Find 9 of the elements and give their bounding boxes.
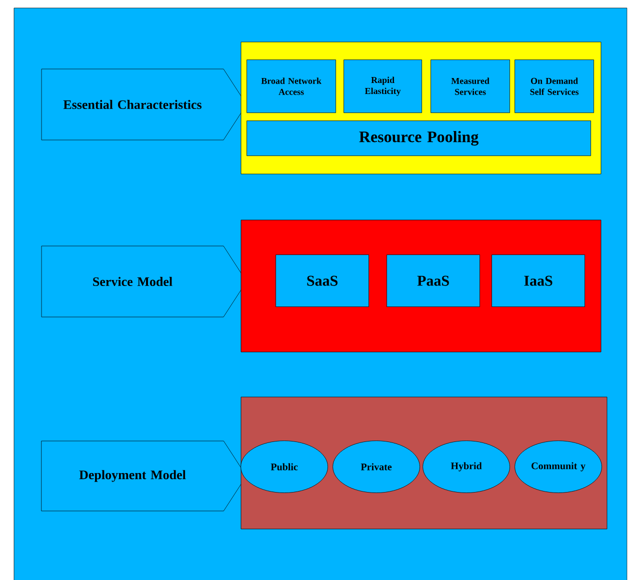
characteristic-box: Broad Network Access xyxy=(246,60,336,113)
service-box: PaaS xyxy=(386,254,480,307)
service-box: IaaS xyxy=(492,254,585,307)
service-box: SaaS xyxy=(276,254,369,307)
characteristic-box: Rapid Elasticity xyxy=(344,60,422,113)
characteristic-box: Resource Pooling xyxy=(246,120,591,156)
characteristic-box: Measured Services xyxy=(430,60,510,113)
characteristic-box: On Demand Self Services xyxy=(514,60,594,113)
chevron-box: Service Model xyxy=(41,246,247,318)
